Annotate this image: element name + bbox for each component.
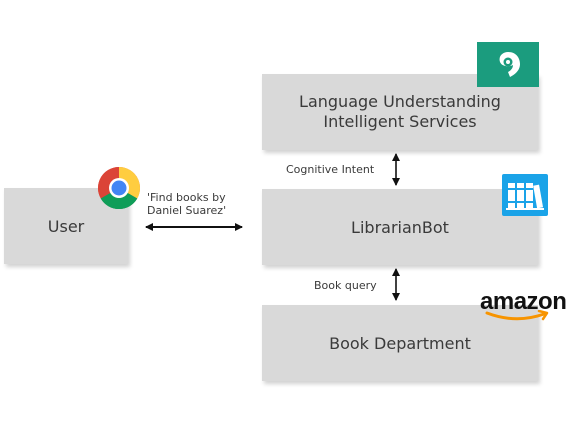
amazon-logo: amazon — [480, 288, 572, 324]
cognitive-intent-label: Cognitive Intent — [286, 163, 375, 176]
amazon-smile-arrow — [485, 310, 549, 321]
librarian-bot-label: LibrarianBot — [351, 217, 449, 237]
user-node-label: User — [47, 216, 85, 236]
luis-node-label-line2: Intelligent Services — [323, 112, 477, 131]
book-department-node: Book Department — [262, 305, 538, 381]
user-message-line2: Daniel Suarez' — [147, 204, 227, 217]
luis-node: Language Understanding Intelligent Servi… — [262, 74, 538, 150]
user-message-label: 'Find books by Daniel Suarez' — [147, 191, 226, 217]
chrome-icon — [97, 167, 141, 210]
book-query-label: Book query — [314, 279, 377, 292]
book-department-label: Book Department — [329, 333, 471, 353]
cognitive-services-icon — [477, 42, 539, 87]
librarian-bot-node: LibrarianBot — [262, 189, 538, 265]
luis-node-label-line1: Language Understanding — [299, 92, 501, 111]
library-books-icon — [502, 174, 548, 216]
user-message-line1: 'Find books by — [147, 191, 226, 204]
amazon-wordmark: amazon — [480, 288, 567, 315]
